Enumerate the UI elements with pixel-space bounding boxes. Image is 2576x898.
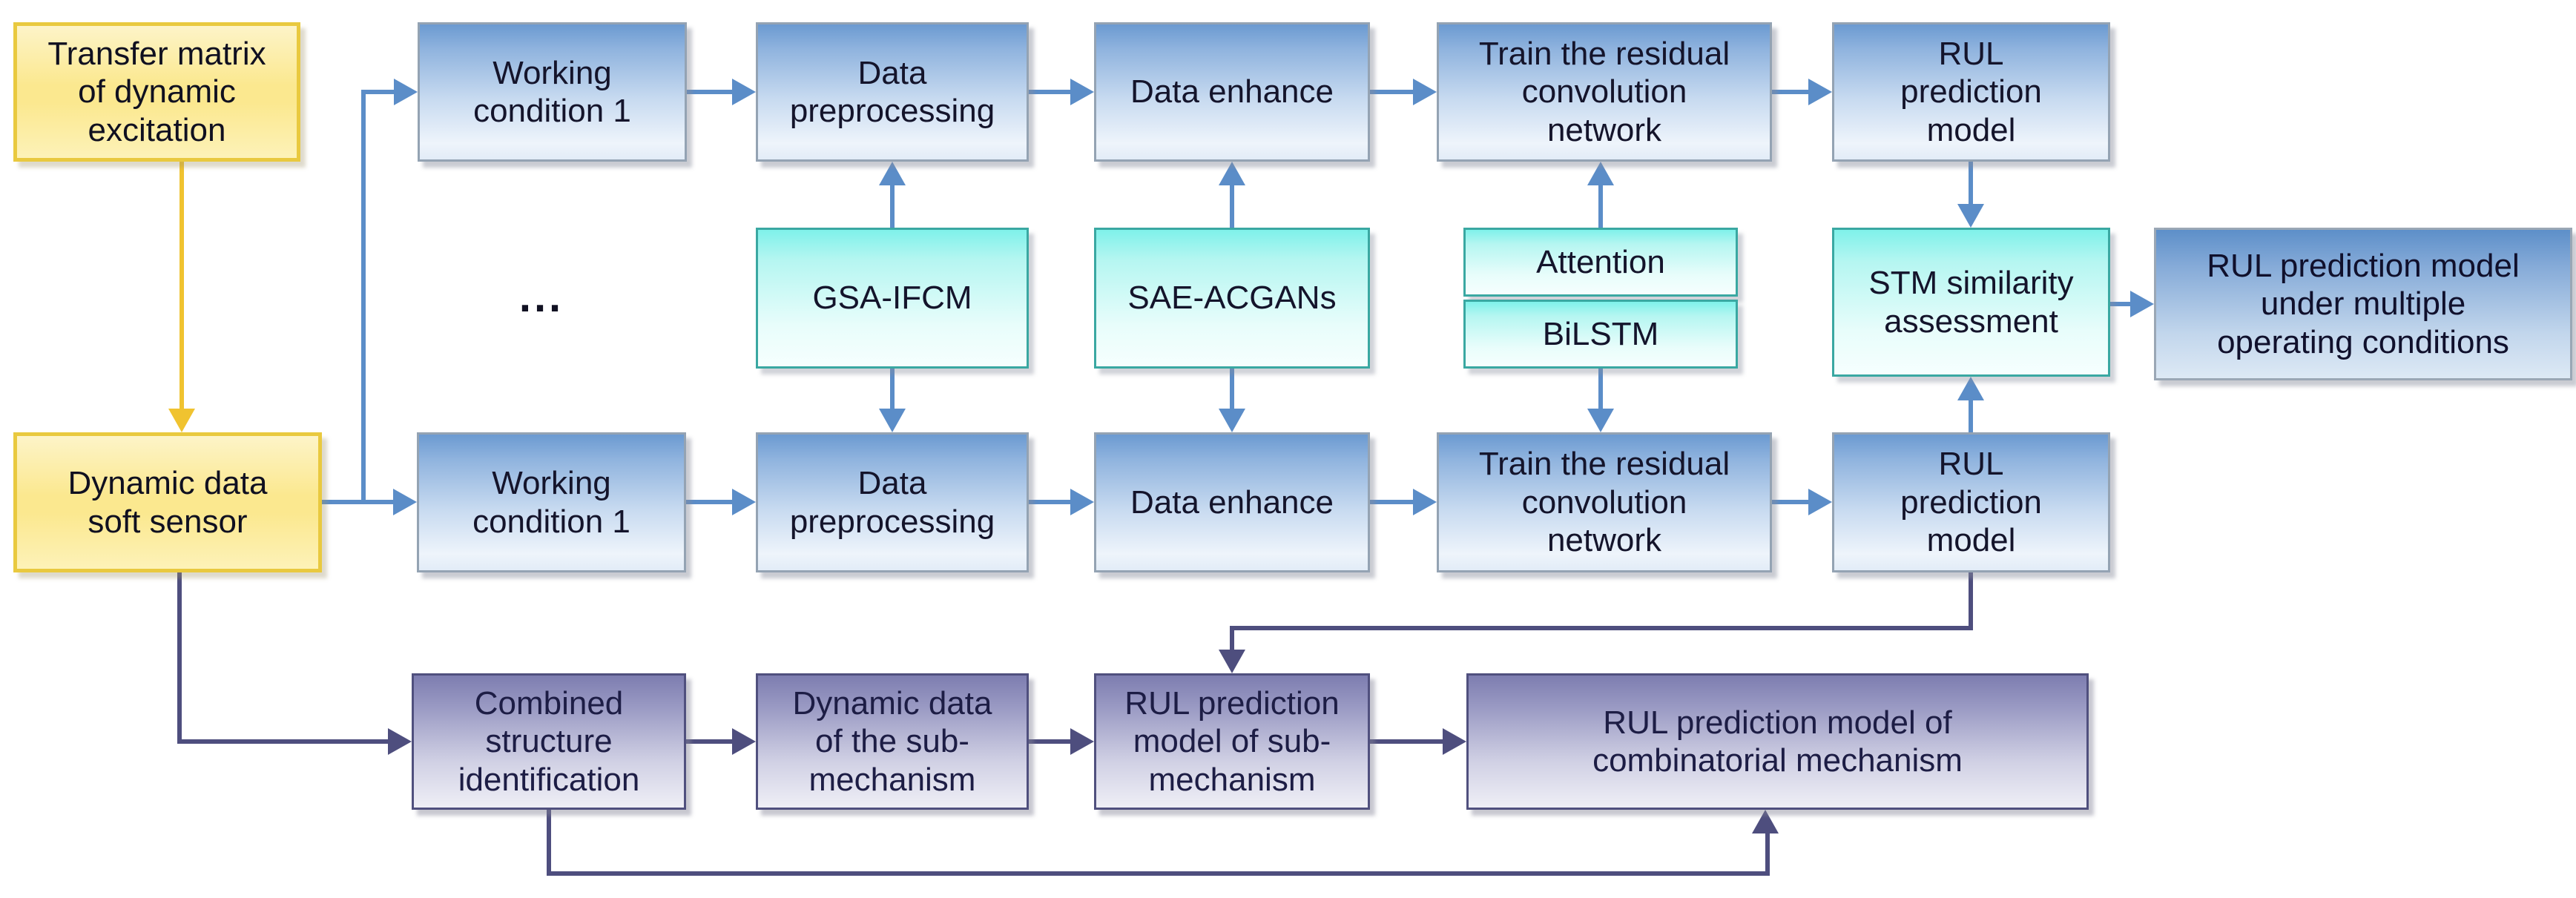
line-sae-down (1230, 369, 1234, 409)
line-attention-down (1598, 369, 1603, 409)
box-working-condition-row2: Working condition 1 (417, 432, 686, 572)
line-feedback-up (1765, 833, 1770, 871)
box-rul-model-combinatorial: RUL prediction model of combinatorial me… (1466, 673, 2089, 810)
arrowhead-enhance-row1 (1070, 79, 1094, 105)
box-rul-model-multiple-conditions: RUL prediction model under multiple oper… (2154, 228, 2572, 380)
arrowhead-into-rulcomb (1443, 728, 1466, 755)
line-gsa-up (890, 185, 895, 228)
box-combined-structure-identification: Combined structure identification (412, 673, 686, 810)
line-dynsub-to-rulsub (1029, 739, 1073, 744)
arrowhead-attention-down (1587, 409, 1614, 432)
box-bilstm: BiLSTM (1463, 300, 1738, 369)
line-rul2-down (1969, 572, 1973, 630)
box-train-residual-network-row1: Train the residual convolution network (1437, 22, 1772, 162)
arrowhead-into-stm-top (1957, 204, 1984, 228)
arrowhead-enhance-row2 (1070, 489, 1094, 515)
arrowhead-into-combined (388, 728, 412, 755)
arrowhead-gsa-up (879, 162, 906, 185)
arrowhead-preproc-row2 (732, 489, 756, 515)
box-dynamic-data-soft-sensor: Dynamic data soft sensor (13, 432, 322, 572)
box-data-preprocessing-row1: Data preprocessing (756, 22, 1029, 162)
line-sae-up (1230, 185, 1234, 228)
line-feedback-right (547, 871, 1770, 876)
yellow-connector-line (179, 162, 184, 409)
line-enhance-to-train-row2 (1370, 500, 1415, 504)
arrowhead-sae-down (1219, 409, 1245, 432)
box-dynamic-data-sub-mechanism: Dynamic data of the sub- mechanism (756, 673, 1029, 810)
box-rul-prediction-model-row2: RUL prediction model (1832, 432, 2110, 572)
branch-vertical-line (361, 90, 366, 504)
box-attention-bilstm-stack: Attention BiLSTM (1463, 228, 1738, 369)
box-data-enhance-row2: Data enhance (1094, 432, 1370, 572)
arrowhead-into-rulcomb-bottom (1752, 810, 1779, 833)
box-working-condition-row1: Working condition 1 (418, 22, 687, 162)
line-attention-up (1598, 185, 1603, 228)
line-rul2-to-stm (1969, 400, 1973, 432)
arrowhead-into-dynsub (732, 728, 756, 755)
arrowhead-into-rulsub (1070, 728, 1094, 755)
ellipsis-more-conditions: ... (518, 272, 564, 321)
line-combined-down (547, 810, 551, 876)
arrowhead-into-wc-row1 (394, 79, 418, 105)
line-rul1-to-stm (1969, 162, 1973, 204)
box-transfer-matrix: Transfer matrix of dynamic excitation (13, 22, 300, 162)
arrowhead-attention-up (1587, 162, 1614, 185)
arrowhead-sae-up (1219, 162, 1245, 185)
arrowhead-gsa-down (879, 409, 906, 432)
arrowhead-train-row2 (1413, 489, 1437, 515)
line-rul2-down2 (1230, 626, 1234, 650)
box-gsa-ifcm: GSA-IFCM (756, 228, 1029, 369)
box-train-residual-network-row2: Train the residual convolution network (1437, 432, 1772, 572)
line-wc1-to-preproc-row1 (687, 90, 734, 94)
box-data-enhance-row1: Data enhance (1094, 22, 1370, 162)
arrowhead-into-rulsub-top (1219, 650, 1245, 673)
box-sae-acgans: SAE-ACGANs (1094, 228, 1370, 369)
box-stm-similarity-assessment: STM similarity assessment (1832, 228, 2110, 377)
arrowhead-rul-row2 (1808, 489, 1832, 515)
arrowhead-into-stm-bottom (1957, 377, 1984, 400)
line-stm-to-final (2110, 302, 2132, 306)
arrowhead-preproc-row1 (732, 79, 756, 105)
arrowhead-into-final (2130, 291, 2154, 317)
line-preproc-to-enhance-row1 (1029, 90, 1073, 94)
yellow-arrowhead-down (168, 409, 195, 432)
line-train-to-rul-row2 (1772, 500, 1811, 504)
line-rulsub-to-rulcomb (1370, 739, 1445, 744)
line-rul2-left (1230, 626, 1973, 630)
line-train-to-rul-row1 (1772, 90, 1811, 94)
arrowhead-into-wc-row2 (393, 489, 417, 515)
line-sensor-to-wc-row2 (322, 500, 395, 504)
line-sensor-right (177, 739, 389, 744)
line-preproc-to-enhance-row2 (1029, 500, 1073, 504)
box-data-preprocessing-row2: Data preprocessing (756, 432, 1029, 572)
line-enhance-to-train-row1 (1370, 90, 1415, 94)
box-rul-model-sub-mechanism: RUL prediction model of sub- mechanism (1094, 673, 1370, 810)
line-sensor-down (177, 572, 182, 739)
branch-top-horizontal (361, 90, 395, 94)
arrowhead-rul-row1 (1808, 79, 1832, 105)
arrowhead-train-row1 (1413, 79, 1437, 105)
line-gsa-down (890, 369, 895, 409)
line-wc1-to-preproc-row2 (686, 500, 734, 504)
box-rul-prediction-model-row1: RUL prediction model (1832, 22, 2110, 162)
line-combined-to-dynsub (686, 739, 734, 744)
box-attention: Attention (1463, 228, 1738, 297)
